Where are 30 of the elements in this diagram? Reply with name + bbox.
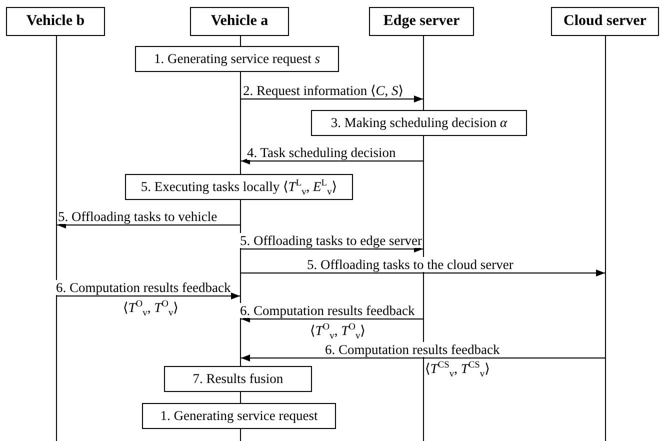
edge-label: 5. Offloading tasks to vehicle [58,209,218,224]
process-box: 7. Results fusion [164,366,312,392]
edge-label: 2. Request information ⟨C, S⟩ [243,83,404,98]
message-arrow [240,354,606,362]
message-arrow [240,316,424,322]
parameter-label: ⟨T$^{O}$$_{v}$, T$^{O}$$_{v}$⟩ [310,323,366,338]
participant-box: Edge server [369,7,474,36]
message-arrow [240,246,424,252]
message-arrow [56,292,240,300]
edge-label: 6. Computation results feedback [240,303,415,318]
message-arrow [240,270,606,276]
process-box: 1. Generating service request s [135,46,339,72]
participant-box: Cloud server [551,7,659,36]
process-box: 5. Executing tasks locally ⟨T$^{L}$$_{v}$, E$^{L}$$_{v}$⟩ [125,174,353,200]
edge-label: 4. Task scheduling decision [247,145,396,160]
edge-label: 6. Computation results feedback [56,280,231,295]
parameter-label: ⟨T$^{CS}$$_{v}$, T$^{CS}$$_{v}$⟩ [425,361,490,376]
lifeline [56,36,57,441]
edge-label: 5. Offloading tasks to the cloud server [307,257,514,272]
message-arrow [240,158,424,164]
parameter-label: ⟨T$^{O}$$_{v}$, T$^{O}$$_{v}$⟩ [123,300,178,315]
participant-box: Vehicle a [190,7,289,36]
edge-label: 6. Computation results feedback [325,342,500,357]
message-arrow [56,222,240,228]
lifeline [605,36,606,441]
message-arrow [240,96,424,102]
process-box: 1. Generating service request [142,403,336,429]
edge-label: 5. Offloading tasks to edge server [240,233,422,248]
participant-box: Vehicle b [6,7,105,36]
process-box: 3. Making scheduling decision α [311,110,527,136]
